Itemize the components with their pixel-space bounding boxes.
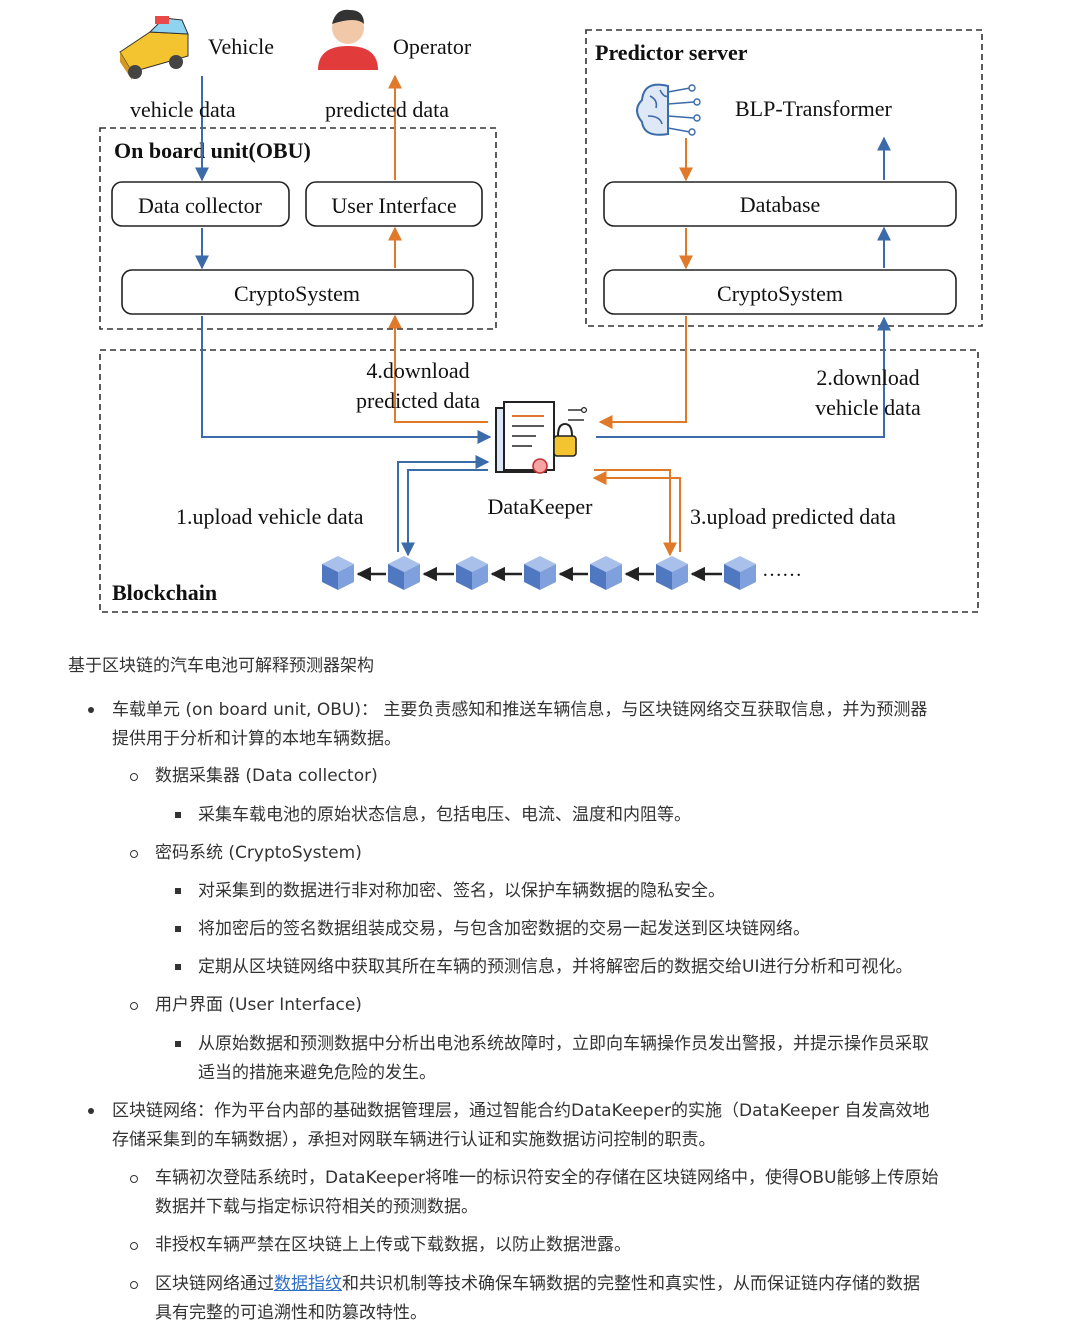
obu-item-line1: 车载单元 (on board unit, OBU)： 主要负责感知和推送车辆信息…: [112, 700, 928, 720]
bullet-dot: [88, 1108, 94, 1114]
datakeeper-icon: [495, 401, 587, 474]
block-2: [388, 556, 420, 590]
predicted-data-label: predicted data: [325, 97, 449, 122]
predictor-crypto-to-datakeeper-arrow: [598, 316, 687, 429]
obu-title: On board unit(OBU): [114, 138, 311, 163]
square-marker: [175, 812, 181, 818]
crypto-title: 密码系统 (CryptoSystem): [155, 843, 362, 863]
operator-icon: [318, 9, 378, 70]
user-interface-label: User Interface: [331, 193, 456, 218]
step3-label: 3.upload predicted data: [690, 504, 896, 529]
database-label: Database: [740, 192, 821, 217]
crypto-to-datakeeper-arrow: [201, 316, 492, 444]
step2-label-line1: 2.download: [816, 365, 919, 390]
upload-vehicle-arrow: [401, 469, 488, 557]
square-marker: [175, 888, 181, 894]
chain-item-line2: 存储采集到的车辆数据），承担对网联车辆进行认证和实施数据访问控制的职责。: [112, 1130, 716, 1150]
circle-marker: [130, 1242, 138, 1250]
chain-sub-1-line1: 车辆初次登陆系统时，DataKeeper将唯一的标识符安全的存储在区块链网络中，…: [155, 1168, 939, 1188]
block-6: [656, 556, 688, 590]
block-4: [524, 556, 556, 590]
chain-sub-3-line1: 区块链网络通过数据指纹和共识机制等技术确保车辆数据的完整性和真实性，从而保证链内…: [155, 1270, 920, 1299]
blockchain-blocks: [322, 556, 756, 590]
circle-marker: [130, 773, 138, 781]
vehicle-label: Vehicle: [208, 34, 274, 59]
step4-label-line2: predicted data: [356, 388, 480, 413]
download-vehicle-arrow: [596, 316, 891, 438]
chain-item-line1: 区块链网络：作为平台内部的基础数据管理层，通过智能合约DataKeeper的实施…: [112, 1101, 930, 1121]
block-3: [456, 556, 488, 590]
obu-region: [99, 127, 497, 330]
upload-predicted-arrow-a: [594, 469, 677, 557]
crypto-point-1: 对采集到的数据进行非对称加密、签名，以保护车辆数据的隐私安全。: [198, 881, 725, 901]
figure-caption: 基于区块链的汽车电池可解释预测器架构: [68, 656, 374, 676]
data-collector-label: Data collector: [138, 193, 263, 218]
architecture-diagram: Vehicle Operator On board unit(OBU) Data…: [99, 9, 983, 613]
ui-point-1-line2: 适当的措施来避免危险的发生。: [198, 1063, 436, 1083]
predictor-title: Predictor server: [595, 40, 748, 65]
chain-sub-3-post: 和共识机制等技术确保车辆数据的完整性和真实性，从而保证链内存储的数据: [342, 1274, 920, 1294]
block-7: [724, 556, 756, 590]
obu-item-line2: 提供用于分析和计算的本地车辆数据。: [112, 729, 401, 749]
collector-point-1: 采集车载电池的原始状态信息，包括电压、电流、温度和内阻等。: [198, 805, 691, 825]
datakeeper-to-obu-crypto-arrow: [388, 314, 488, 423]
block-1: [322, 556, 354, 590]
chain-sub-3-pre: 区块链网络通过: [155, 1274, 274, 1294]
vehicle-data-label: vehicle data: [130, 97, 236, 122]
blockchain-title: Blockchain: [112, 580, 217, 605]
obu-cryptosystem-box: [121, 269, 474, 315]
description-text: 基于区块链的汽车电池可解释预测器架构 车载单元 (on board unit, …: [0, 640, 1080, 1333]
bullet-dot: [88, 707, 94, 713]
obu-cryptosystem-label: CryptoSystem: [234, 281, 360, 306]
chain-sub-1-line2: 数据并下载与指定标识符相关的预测数据。: [155, 1197, 478, 1217]
collector-title: 数据采集器 (Data collector): [155, 766, 378, 786]
predictor-region: [585, 29, 983, 327]
predictor-cryptosystem-label: CryptoSystem: [717, 281, 843, 306]
predictor-cryptosystem-box: [603, 269, 957, 315]
datakeeper-label: DataKeeper: [487, 494, 593, 519]
chain-ellipsis: ……: [762, 559, 802, 581]
brain-icon: [636, 83, 701, 136]
user-interface-box: [305, 181, 483, 227]
block-5: [590, 556, 622, 590]
circle-marker: [130, 1002, 138, 1010]
ui-title: 用户界面 (User Interface): [155, 995, 362, 1015]
chain-sub-2: 非授权车辆严禁在区块链上上传或下载数据，以防止数据泄露。: [155, 1235, 631, 1255]
vehicle-icon: [119, 16, 189, 80]
data-collector-box: [111, 181, 290, 227]
circle-marker: [130, 850, 138, 858]
square-marker: [175, 926, 181, 932]
circle-marker: [130, 1175, 138, 1183]
step2-label-line2: vehicle data: [815, 395, 921, 420]
step1-label: 1.upload vehicle data: [176, 504, 364, 529]
crypto-point-3: 定期从区块链网络中获取其所在车辆的预测信息，并将解密后的数据交给UI进行分析和可…: [198, 957, 913, 977]
upload-predicted-arrow-b: [592, 471, 681, 552]
crypto-point-2: 将加密后的签名数据组装成交易，与包含加密数据的交易一起发送到区块链网络。: [198, 919, 810, 939]
chain-to-datakeeper-blue-arrow: [397, 455, 490, 552]
operator-label: Operator: [393, 34, 472, 59]
ui-point-1-line1: 从原始数据和预测数据中分析出电池系统故障时，立即向车辆操作员发出警报，并提示操作…: [198, 1034, 929, 1054]
step4-label-line1: 4.download: [366, 358, 469, 383]
chain-sub-3-line2: 具有完整的可追溯性和防篡改特性。: [155, 1303, 427, 1323]
database-box: [603, 181, 957, 227]
circle-marker: [130, 1281, 138, 1289]
square-marker: [175, 1041, 181, 1047]
square-marker: [175, 964, 181, 970]
data-fingerprint-link[interactable]: 数据指纹: [274, 1274, 342, 1294]
model-label: BLP-Transformer: [735, 96, 893, 121]
